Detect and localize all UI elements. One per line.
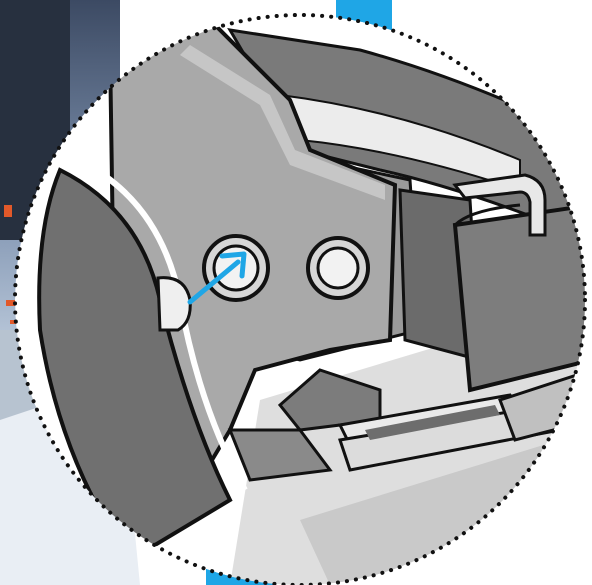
rear-adjustment-button[interactable] — [204, 236, 268, 300]
front-adjustment-button[interactable] — [308, 238, 368, 298]
side-screw — [158, 278, 190, 330]
